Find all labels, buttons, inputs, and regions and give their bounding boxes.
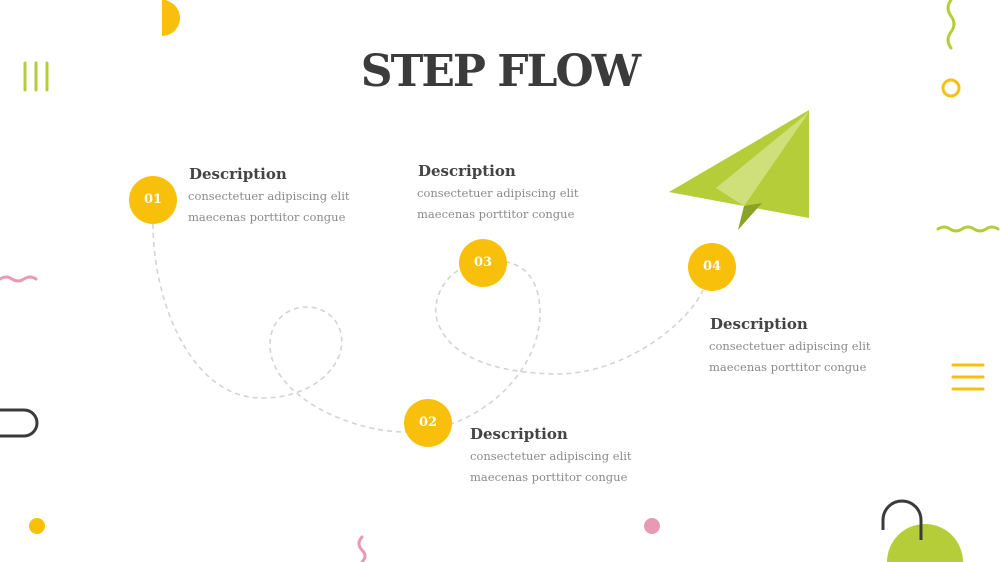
three-bars-icon	[23, 61, 49, 92]
ring-icon	[941, 78, 961, 98]
step-badge-03: 03	[459, 239, 507, 287]
step-text-01: consectetuer adipiscing elit maecenas po…	[188, 186, 388, 228]
step-text-03: consectetuer adipiscing elit maecenas po…	[417, 183, 617, 225]
step-badge-04: 04	[688, 243, 736, 291]
dashed-route	[152, 223, 704, 433]
slide-title: STEP FLOW	[360, 46, 641, 97]
step-badge-02: 02	[404, 399, 452, 447]
step-text-03-line2: maecenas porttitor congue	[417, 207, 575, 221]
squiggle-pink-bottom-icon	[357, 535, 367, 562]
step-text-01-line2: maecenas porttitor congue	[188, 210, 346, 224]
half-circle-top-shape	[162, 0, 176, 36]
arch-outline-icon	[881, 499, 923, 540]
pill-outline-icon	[0, 408, 39, 438]
squiggle-pink-left-icon	[0, 275, 38, 283]
step-text-02-line2: maecenas porttitor congue	[470, 470, 628, 484]
dot-yellow-icon	[29, 518, 45, 534]
step-heading-04: Description	[710, 315, 808, 333]
half-circle-green-icon	[887, 524, 963, 562]
paper-plane-icon	[669, 110, 809, 230]
step-text-04-line1: consectetuer adipiscing elit	[709, 339, 871, 353]
step-text-01-line1: consectetuer adipiscing elit	[188, 189, 350, 203]
step-heading-02: Description	[470, 425, 568, 443]
step-text-03-line1: consectetuer adipiscing elit	[417, 186, 579, 200]
dot-pink-icon	[644, 518, 660, 534]
step-text-02-line1: consectetuer adipiscing elit	[470, 449, 632, 463]
step-badge-01: 01	[129, 176, 177, 224]
squiggle-horizontal-green-icon	[936, 225, 1000, 233]
hamburger-lines-icon	[951, 363, 985, 391]
squiggle-vertical-green-icon	[946, 0, 956, 50]
step-text-04-line2: maecenas porttitor congue	[709, 360, 867, 374]
step-text-04: consectetuer adipiscing elit maecenas po…	[709, 336, 909, 378]
step-heading-03: Description	[418, 162, 516, 180]
step-heading-01: Description	[189, 165, 287, 183]
step-text-02: consectetuer adipiscing elit maecenas po…	[470, 446, 670, 488]
